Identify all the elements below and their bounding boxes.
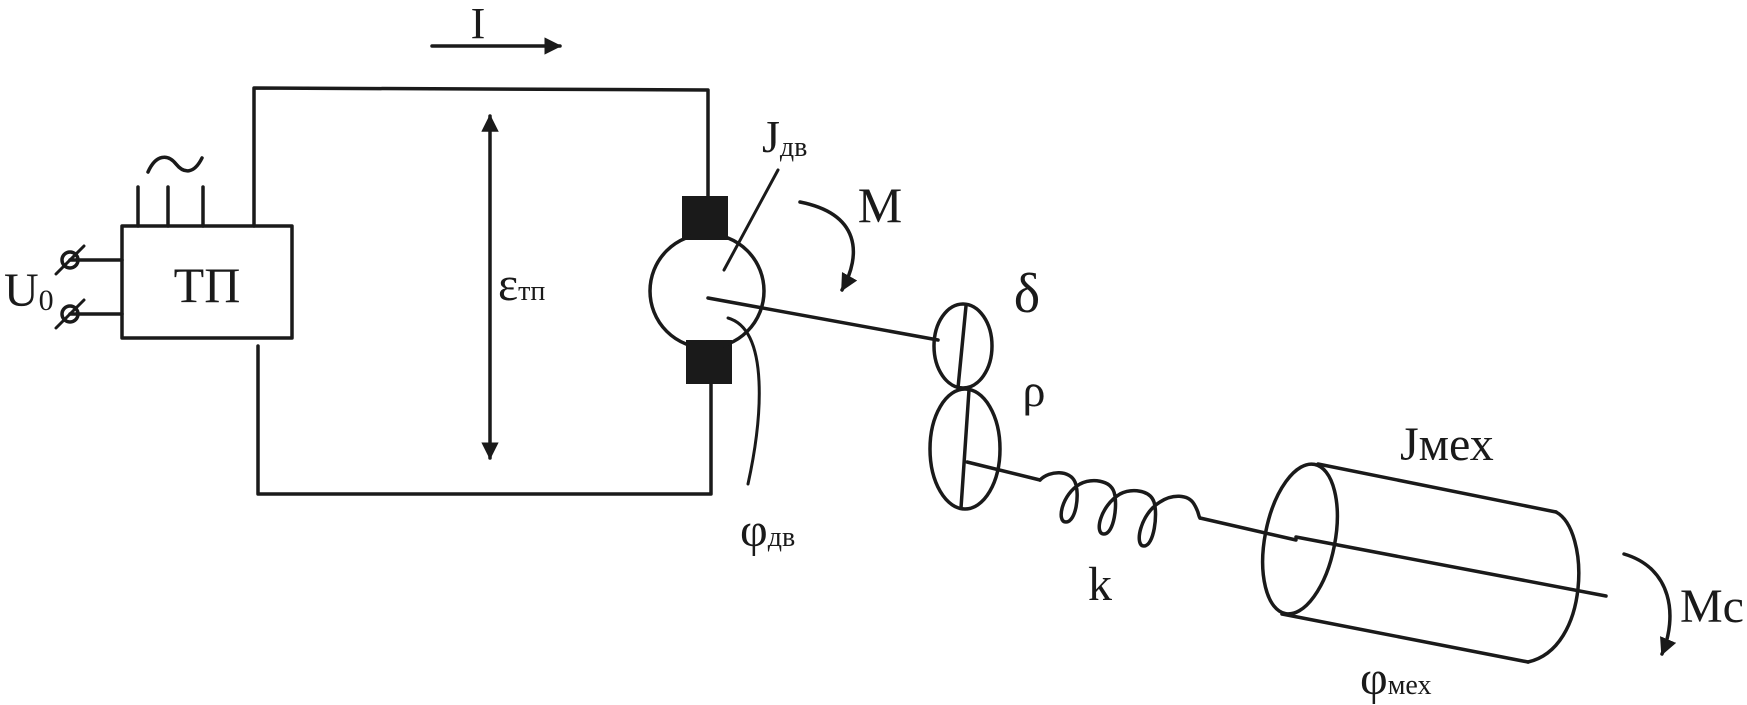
backlash-coupling bbox=[928, 302, 1002, 511]
load-torque-label: Mc bbox=[1680, 580, 1744, 633]
mechanism-shaft bbox=[1294, 535, 1608, 598]
stiffness-label: k bbox=[1088, 558, 1112, 611]
load-torque-arrow bbox=[1622, 552, 1677, 656]
torque-label: M bbox=[858, 177, 902, 233]
motor-angle-label: φдв bbox=[740, 504, 795, 557]
mech-inertia-label: Jмех bbox=[1400, 418, 1494, 471]
backlash-label: δ bbox=[1014, 263, 1040, 325]
ac-input-pins bbox=[136, 185, 205, 228]
mechanism-cylinder bbox=[1260, 462, 1608, 664]
motor-shaft bbox=[706, 296, 940, 342]
mech-angle-label: φмех bbox=[1360, 652, 1431, 705]
motor-armature bbox=[648, 232, 766, 350]
armature-circuit bbox=[252, 86, 713, 496]
elastic-spring bbox=[965, 460, 1298, 548]
current-label: I bbox=[471, 0, 486, 48]
converter-label: ТП bbox=[174, 257, 241, 313]
torque-arrow bbox=[798, 200, 858, 292]
emf-label: εтп bbox=[498, 258, 545, 311]
supply-terminals bbox=[54, 244, 124, 330]
ac-tilde-icon bbox=[146, 155, 204, 174]
supply-label: U0 bbox=[4, 264, 54, 317]
motor-angle-leader bbox=[726, 316, 761, 486]
motor-inertia-leader bbox=[722, 168, 780, 272]
rho-label: ρ bbox=[1023, 365, 1046, 416]
motor-inertia-label: Jдв bbox=[762, 111, 807, 163]
dc-motor bbox=[648, 168, 780, 384]
coupling-disc-large bbox=[928, 387, 1002, 511]
converter-block bbox=[120, 224, 294, 340]
